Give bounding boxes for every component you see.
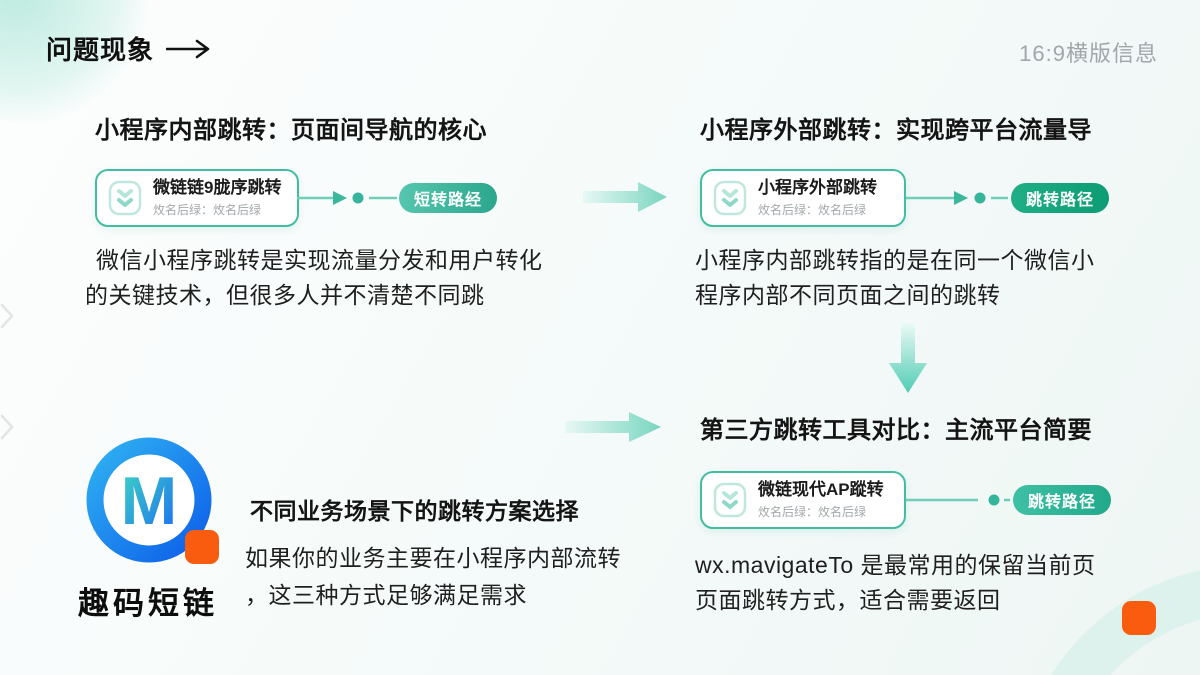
card-subtitle: 炇名后绿：炇名后绿: [758, 203, 867, 217]
connector-line: [906, 191, 1008, 205]
connector-dot: [974, 192, 986, 204]
chevron-right-icon: [0, 303, 14, 329]
paragraph-line: 页面跳转方式，适合需要返回: [695, 587, 1001, 613]
long-arrow-right-icon: [166, 39, 210, 58]
logo-ring: [86, 437, 212, 563]
card-text: 微链现代AP蹤转 炇名后绿：炇名后绿: [758, 480, 884, 520]
mini-card-internal: 微链链9胧序跳转 炇名后绿：炇名后绿: [95, 169, 299, 227]
path-badge: 跳转路径: [1011, 183, 1110, 213]
flow-arrow-right-icon: [583, 182, 667, 212]
connector-dot: [988, 494, 1000, 506]
orange-square-decoration: [1122, 601, 1156, 635]
card-text: 小程序外部跳转 炇名后绿：炇名后绿: [758, 178, 877, 218]
mini-card-third-party: 微链现代AP蹤转 炇名后绿：炇名后绿: [700, 471, 906, 529]
chevron-right-icon: [0, 414, 14, 440]
paragraph-line: 小程序内部跳转指的是在同一个微信小: [695, 247, 1095, 273]
path-badge: 跳转路径: [1013, 485, 1112, 515]
flow-arrow-down-icon: [889, 323, 927, 393]
page-title-text: 问题现象: [46, 35, 155, 65]
arrowhead-icon: [954, 191, 968, 205]
flow-arrow-right-icon: [565, 412, 661, 442]
paragraph-line: ，这三种方式足够满足需求: [245, 582, 527, 608]
double-chevron-card-icon: [713, 482, 747, 518]
logo-letter: M: [121, 463, 178, 539]
paragraph-internal: 微信小程序跳转是实现流量分发和用户转化 的关键技术，但很多人并不清楚不同跳: [85, 243, 543, 313]
mini-card-external: 小程序外部跳转 炇名后绿：炇名后绿: [700, 169, 906, 227]
heading-third-party: 第三方跳转工具对比：主流平台简要: [700, 417, 1092, 444]
brand-name: 趣码短链: [78, 586, 218, 621]
card-subtitle: 炇名后绿：炇名后绿: [153, 203, 262, 217]
logo-orange-square: [185, 530, 219, 564]
path-badge: 短转路经: [399, 183, 498, 213]
heading-external-jump: 小程序外部跳转：实现跨平台流量导: [700, 117, 1092, 144]
paragraph-line: 微信小程序跳转是实现流量分发和用户转化: [96, 247, 543, 273]
card-text: 微链链9胧序跳转 炇名后绿：炇名后绿: [153, 178, 281, 218]
card-title: 微链链9胧序跳转: [153, 178, 282, 197]
card-subtitle: 炇名后绿：炇名后绿: [758, 505, 867, 519]
card-title: 微链现代AP蹤转: [758, 480, 884, 499]
arrowhead-icon: [333, 191, 347, 205]
heading-scenario: 不同业务场景下的跳转方案选择: [250, 498, 579, 524]
paragraph-line: 如果你的业务主要在小程序内部流转: [245, 545, 621, 571]
double-chevron-card-icon: [713, 180, 747, 216]
paragraph-line: wx.mavigateTo 是最常用的保留当前页: [695, 552, 1096, 578]
page-title: 问题现象: [46, 30, 214, 67]
double-chevron-card-icon: [108, 180, 142, 216]
heading-internal-jump: 小程序内部跳转：页面间导航的核心: [95, 117, 487, 144]
connector-line: [297, 191, 397, 205]
paragraph-line: 程序内部不同页面之间的跳转: [695, 282, 1001, 308]
paragraph-line: 的关键技术，但很多人并不清楚不同跳: [85, 282, 485, 308]
brand-logo: M: [86, 437, 219, 564]
connector-dot: [352, 192, 364, 204]
paragraph-external: 小程序内部跳转指的是在同一个微信小 程序内部不同页面之间的跳转: [695, 243, 1095, 313]
connector-line: [906, 494, 1010, 506]
paragraph-scenario: 如果你的业务主要在小程序内部流转 ，这三种方式足够满足需求: [245, 540, 621, 614]
format-label: 16:9横版信息: [1019, 41, 1158, 66]
card-title: 小程序外部跳转: [758, 178, 877, 197]
paragraph-third-party: wx.mavigateTo 是最常用的保留当前页 页面跳转方式，适合需要返回: [695, 548, 1096, 618]
